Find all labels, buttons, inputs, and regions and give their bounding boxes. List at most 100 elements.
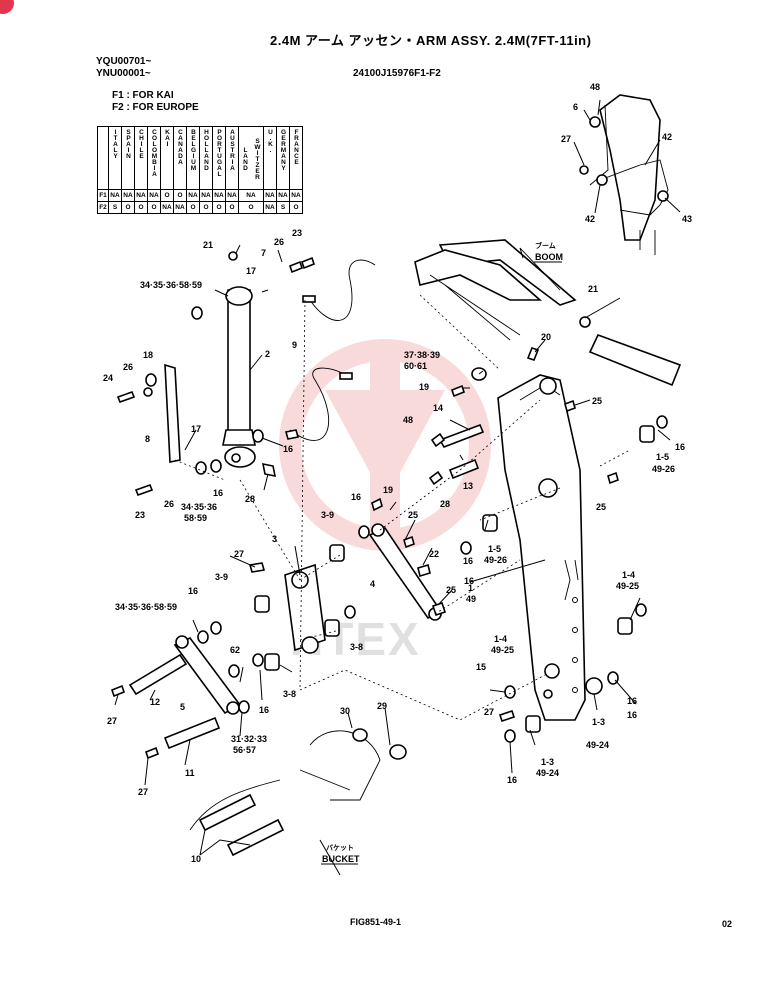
part-label: 21 bbox=[588, 284, 598, 294]
part-label: 20 bbox=[541, 332, 551, 342]
part-label: 22 bbox=[429, 549, 439, 559]
note-f2: F2 : FOR EUROPE bbox=[112, 102, 199, 113]
part-label: 19 bbox=[419, 382, 429, 392]
part-label: 27 bbox=[138, 787, 148, 797]
bucket-label: BUCKET bbox=[322, 854, 360, 864]
country-header: SWITZER LAND bbox=[238, 126, 264, 190]
part-label: 3-9 bbox=[215, 572, 228, 582]
part-label: 27 bbox=[484, 707, 494, 717]
part-label: 62 bbox=[230, 645, 240, 655]
table-cell: S bbox=[276, 201, 290, 214]
part-label: 31·32·33 bbox=[231, 734, 267, 744]
leader-lines bbox=[114, 99, 681, 876]
hydraulic-hoses bbox=[289, 259, 376, 441]
part-label: 25 bbox=[596, 502, 606, 512]
serial-range-1: YQU00701~ bbox=[96, 56, 152, 67]
part-label: 3-8 bbox=[283, 689, 296, 699]
part-label: 1-4 bbox=[494, 634, 507, 644]
table-row: F1 NA NA NA NA O O NA NA NA NA NA NA NA … bbox=[97, 189, 303, 202]
part-labels: 48 6 27 42 42 43 21 26 7 23 17 34·35·36·… bbox=[103, 82, 692, 864]
part-label: 58·59 bbox=[184, 513, 207, 523]
part-label: 42 bbox=[662, 132, 672, 142]
pins bbox=[128, 423, 485, 857]
part-label: 11 bbox=[185, 768, 195, 778]
part-label: 1-5 bbox=[656, 452, 669, 462]
part-label: 16 bbox=[463, 556, 473, 566]
arm-body bbox=[497, 374, 586, 721]
part-label: 49-24 bbox=[536, 768, 559, 778]
part-label: 23 bbox=[135, 510, 145, 520]
part-label: 49-26 bbox=[484, 555, 507, 565]
part-label: 27 bbox=[234, 549, 244, 559]
table-cell: O bbox=[199, 201, 213, 214]
part-label: 25 bbox=[592, 396, 602, 406]
part-label: 16 bbox=[213, 488, 223, 498]
part-label: 16 bbox=[627, 710, 637, 720]
part-label: 23 bbox=[292, 228, 302, 238]
part-label: 3-9 bbox=[321, 510, 334, 520]
boom bbox=[414, 239, 577, 341]
page-title: 2.4M アーム アッセン・ARM ASSY. 2.4M(7FT-11in) bbox=[270, 33, 592, 48]
corner-badge bbox=[0, 0, 14, 14]
part-label: 34·35·36·58·59 bbox=[115, 602, 177, 612]
part-label: 16 bbox=[627, 696, 637, 706]
part-label: 29 bbox=[377, 701, 387, 711]
part-label: 16 bbox=[507, 775, 517, 785]
part-label: 1-5 bbox=[488, 544, 501, 554]
part-code: 24100J15976F1-F2 bbox=[353, 68, 441, 79]
part-label: 27 bbox=[561, 134, 571, 144]
bucket-link-3 bbox=[284, 563, 326, 654]
part-label: 49-25 bbox=[491, 645, 514, 655]
part-label: 60·61 bbox=[404, 361, 427, 371]
part-label: 1-3 bbox=[592, 717, 605, 727]
part-label: 49-25 bbox=[616, 581, 639, 591]
part-label: 48 bbox=[590, 82, 600, 92]
part-label: 30 bbox=[340, 706, 350, 716]
inset-arm-top bbox=[579, 94, 669, 255]
part-label: 19 bbox=[383, 485, 393, 495]
part-label: 56·57 bbox=[233, 745, 256, 755]
page-number: 02 bbox=[722, 919, 733, 929]
part-label: 16 bbox=[351, 492, 361, 502]
part-label: 9 bbox=[292, 340, 297, 350]
part-label: 8 bbox=[145, 434, 150, 444]
part-label: 12 bbox=[150, 697, 160, 707]
table-cell: O bbox=[289, 201, 303, 214]
part-label: 13 bbox=[463, 481, 473, 491]
part-label: 49-26 bbox=[652, 464, 675, 474]
part-label: 34·35·36·58·59 bbox=[140, 280, 202, 290]
figure-number: FIG851-49-1 bbox=[350, 917, 402, 927]
part-label: 26 bbox=[123, 362, 133, 372]
bushings bbox=[143, 306, 668, 760]
table-row: F2 S O O O NA NA O O O O O NA S O bbox=[97, 201, 303, 214]
pipe bbox=[164, 363, 181, 463]
part-label: 48 bbox=[403, 415, 413, 425]
part-label: 37·38·39 bbox=[404, 350, 440, 360]
part-label: 25 bbox=[408, 510, 418, 520]
part-label: 1-3 bbox=[541, 757, 554, 767]
boom-label: BOOM bbox=[535, 252, 563, 262]
part-label: 27 bbox=[107, 716, 117, 726]
part-label: 16 bbox=[259, 705, 269, 715]
part-label: 16 bbox=[188, 586, 198, 596]
serial-range-2: YNU00001~ bbox=[96, 68, 151, 79]
part-label: 17 bbox=[246, 266, 256, 276]
part-label: 24 bbox=[103, 373, 113, 383]
note-f1: F1 : FOR KAI bbox=[112, 90, 174, 101]
bucket-jp-label: バケット bbox=[326, 844, 354, 852]
part-label: 21 bbox=[203, 240, 213, 250]
part-label: 10 bbox=[191, 854, 201, 864]
part-label: 28 bbox=[440, 499, 450, 509]
part-label: 28 bbox=[245, 494, 255, 504]
part-label: 49-24 bbox=[586, 740, 609, 750]
part-label: 16 bbox=[675, 442, 685, 452]
part-label: 42 bbox=[585, 214, 595, 224]
part-label: 3-8 bbox=[350, 642, 363, 652]
part-label: 3 bbox=[272, 534, 277, 544]
part-label: 4 bbox=[370, 579, 375, 589]
part-label: 26 bbox=[164, 499, 174, 509]
part-label: 34·35·36 bbox=[181, 502, 217, 512]
part-label: 1-4 bbox=[622, 570, 635, 580]
arm-cylinder bbox=[222, 251, 256, 468]
